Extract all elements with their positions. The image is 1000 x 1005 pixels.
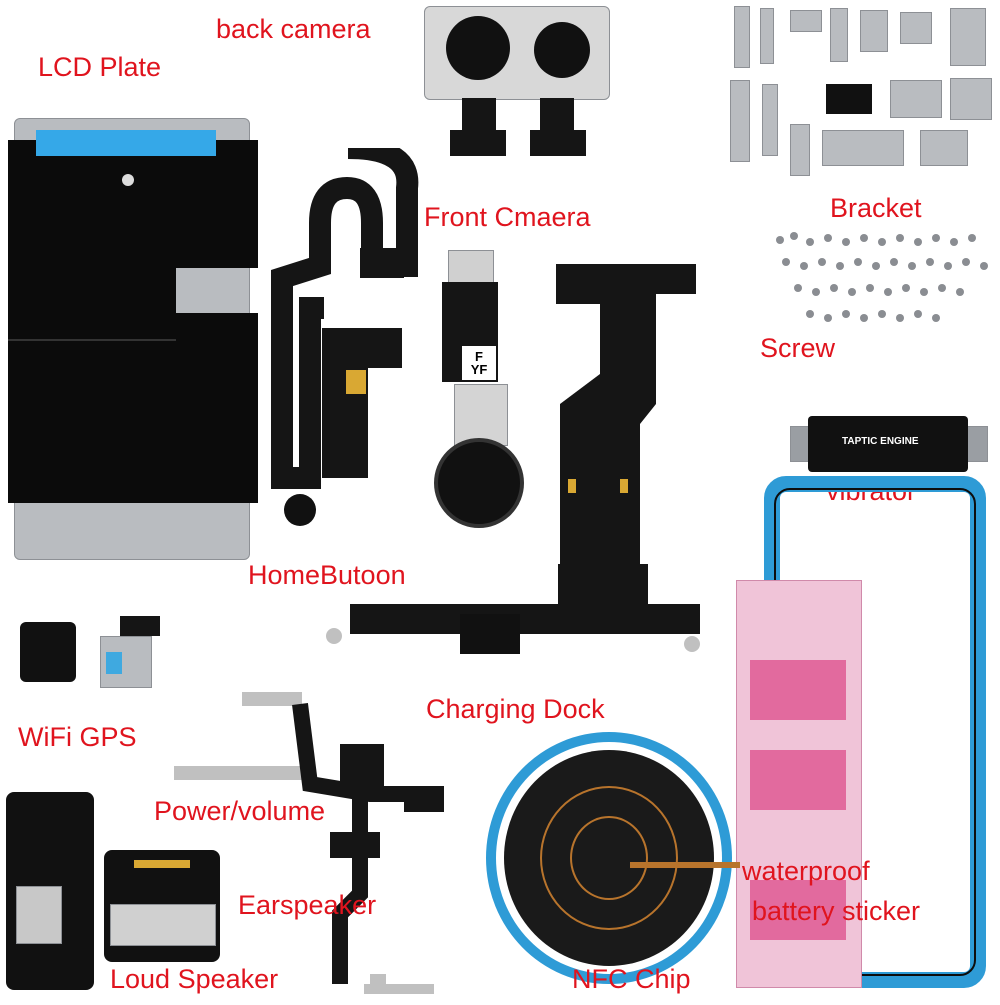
lcd-plate xyxy=(6,118,258,560)
label-waterproof: waterproof xyxy=(742,856,870,886)
label-battery-sticker: battery sticker xyxy=(752,896,921,926)
taptic-engine-text: TAPTIC ENGINE xyxy=(842,436,919,447)
label-bracket: Bracket xyxy=(830,193,922,223)
label-screw: Screw xyxy=(760,333,836,363)
front-camera-flex xyxy=(262,137,422,528)
label-charging-dock: Charging Dock xyxy=(426,694,605,724)
charging-dock-flex xyxy=(320,264,710,674)
power-volume-flex xyxy=(160,684,450,1000)
ear-speaker xyxy=(104,850,220,962)
back-camera xyxy=(424,6,610,156)
label-nfc-chip: NFC Chip xyxy=(572,964,691,994)
label-home-button: HomeButoon xyxy=(248,560,406,590)
battery-sticker xyxy=(736,580,862,988)
label-power-volume: Power/volume xyxy=(154,796,326,826)
label-wifi-gps: WiFi GPS xyxy=(18,722,137,752)
nfc-chip xyxy=(480,726,740,994)
screw-set xyxy=(770,228,998,334)
loud-speaker xyxy=(6,792,94,992)
vibrator-taptic-engine: TAPTIC ENGINE xyxy=(790,414,988,478)
label-front-camera: Front Cmaera xyxy=(424,202,591,232)
label-earspeaker: Earspeaker xyxy=(238,890,377,920)
home-logo-top: F xyxy=(475,349,483,364)
home-logo-bottom: YF xyxy=(470,362,488,377)
home-button: F YF xyxy=(420,250,550,570)
label-loud-speaker: Loud Speaker xyxy=(110,964,279,994)
label-back-camera: back camera xyxy=(216,14,371,44)
wifi-gps-part xyxy=(20,616,170,716)
bracket-set xyxy=(730,4,996,194)
label-lcd-plate: LCD Plate xyxy=(38,52,162,82)
